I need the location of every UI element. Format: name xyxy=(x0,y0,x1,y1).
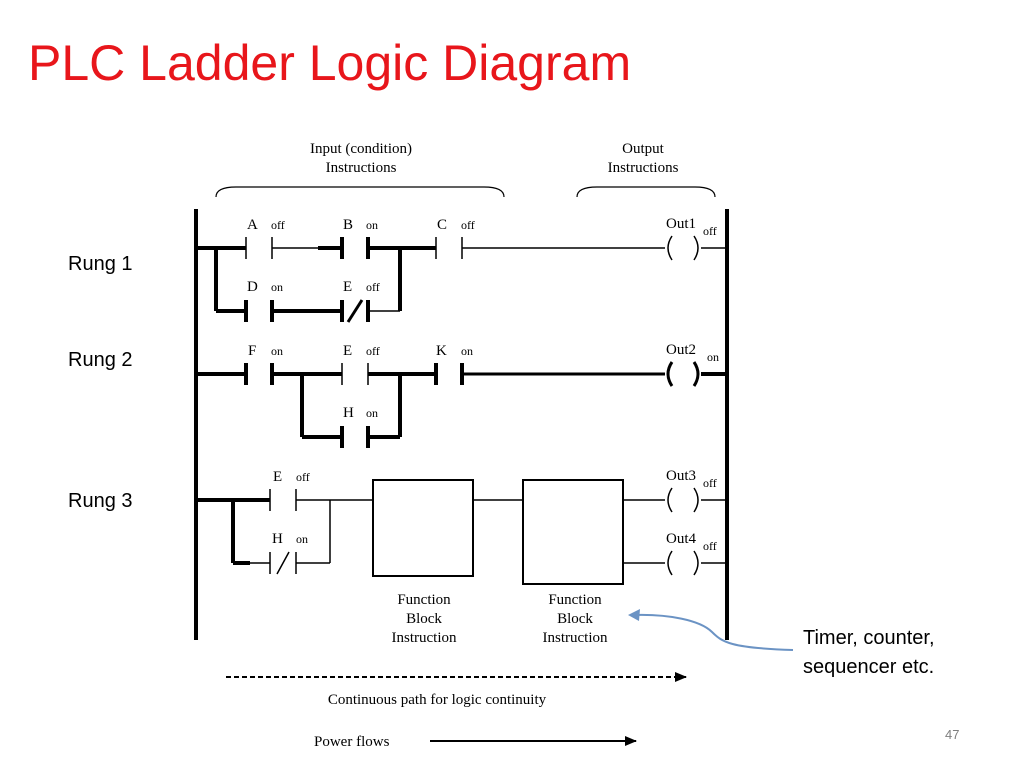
svg-text:on: on xyxy=(296,532,308,546)
svg-text:off: off xyxy=(366,344,380,358)
svg-text:on: on xyxy=(461,344,473,358)
coil-out4: Out4 off xyxy=(666,531,717,576)
svg-text:A: A xyxy=(247,217,258,233)
svg-text:off: off xyxy=(296,470,310,484)
svg-text:Instruction: Instruction xyxy=(543,630,608,646)
coil-out1: Out1 off xyxy=(666,216,717,261)
function-block-2 xyxy=(522,479,624,585)
svg-text:Instruction: Instruction xyxy=(392,630,457,646)
svg-text:off: off xyxy=(703,476,717,490)
rung-3: E off H on Function Block Instruction Fu… xyxy=(196,468,727,646)
svg-text:E: E xyxy=(343,279,352,295)
contact-a: A off xyxy=(245,217,285,259)
callout-arrowhead xyxy=(628,609,640,621)
svg-text:Output: Output xyxy=(622,141,665,157)
svg-text:Out3: Out3 xyxy=(666,468,696,484)
contact-c: C off xyxy=(435,217,475,259)
slide-title: PLC Ladder Logic Diagram xyxy=(28,35,632,91)
svg-text:Instructions: Instructions xyxy=(608,160,679,176)
contact-b: B on xyxy=(340,217,378,259)
svg-text:E: E xyxy=(273,469,282,485)
svg-text:H: H xyxy=(272,531,283,547)
svg-text:Instructions: Instructions xyxy=(326,160,397,176)
callout-text: Timer, counter, sequencer etc. xyxy=(803,624,935,682)
coil-out3: Out3 off xyxy=(666,468,717,513)
svg-text:Input (condition): Input (condition) xyxy=(310,141,412,157)
svg-text:off: off xyxy=(366,280,380,294)
svg-text:K: K xyxy=(436,343,447,359)
svg-text:D: D xyxy=(247,279,258,295)
input-brace xyxy=(215,186,505,198)
rung-1-label: Rung 1 xyxy=(68,253,133,275)
rung-2: F on E off K on H on Out2 on xyxy=(196,342,727,448)
function-block-1 xyxy=(372,479,474,577)
contact-f: F on xyxy=(244,343,283,385)
svg-text:off: off xyxy=(703,224,717,238)
svg-text:on: on xyxy=(271,344,283,358)
contact-e-rung3: E off xyxy=(269,469,310,511)
callout-line-1: Timer, counter, xyxy=(803,627,935,649)
svg-text:off: off xyxy=(271,218,285,232)
svg-text:Out2: Out2 xyxy=(666,342,696,358)
contact-e: E off xyxy=(341,343,380,385)
contact-e-nc: E off xyxy=(340,279,380,323)
page-number: 47 xyxy=(945,727,960,742)
power-flows-label: Power flows xyxy=(314,734,390,750)
svg-text:Function: Function xyxy=(548,592,602,608)
svg-text:H: H xyxy=(343,405,354,421)
output-brace xyxy=(576,186,716,198)
svg-text:Block: Block xyxy=(406,611,442,627)
function-block-1-label: Function Block Instruction xyxy=(392,592,457,646)
rung-3-label: Rung 3 xyxy=(68,490,133,512)
coil-out2: Out2 on xyxy=(666,342,719,387)
rung-1: A off B on C off D on E xyxy=(196,216,727,323)
svg-text:Out1: Out1 xyxy=(666,216,696,232)
callout-line-2: sequencer etc. xyxy=(803,656,935,678)
svg-text:off: off xyxy=(703,539,717,553)
svg-text:on: on xyxy=(707,350,719,364)
output-instructions-header: Output Instructions xyxy=(608,141,679,176)
svg-text:on: on xyxy=(366,406,378,420)
svg-text:Block: Block xyxy=(557,611,593,627)
contact-d: D on xyxy=(244,279,283,322)
input-instructions-header: Input (condition) Instructions xyxy=(310,141,412,176)
rung-2-label: Rung 2 xyxy=(68,349,133,371)
svg-text:Out4: Out4 xyxy=(666,531,697,547)
svg-text:C: C xyxy=(437,217,447,233)
svg-text:off: off xyxy=(461,218,475,232)
svg-text:F: F xyxy=(248,343,256,359)
svg-text:Function: Function xyxy=(397,592,451,608)
callout-arrow xyxy=(633,613,794,651)
contact-k: K on xyxy=(434,343,473,385)
svg-text:on: on xyxy=(271,280,283,294)
contact-h-nc: H on xyxy=(269,531,308,575)
continuous-path-label: Continuous path for logic continuity xyxy=(328,692,547,708)
svg-text:on: on xyxy=(366,218,378,232)
contact-h: H on xyxy=(340,405,378,448)
svg-text:E: E xyxy=(343,343,352,359)
svg-text:B: B xyxy=(343,217,353,233)
function-block-2-label: Function Block Instruction xyxy=(543,592,608,646)
